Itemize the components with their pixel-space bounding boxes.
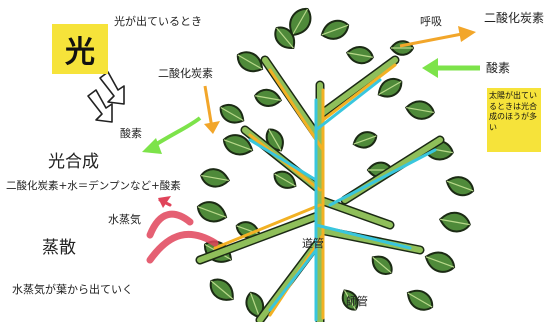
light-on-label: 光が出ているとき bbox=[114, 15, 202, 28]
leaf-vein bbox=[291, 8, 309, 36]
leaf-vein bbox=[347, 52, 373, 58]
leaf-vein bbox=[372, 256, 392, 274]
co2-arrow-right bbox=[399, 26, 476, 48]
sunlit-note: 太陽が出ているときは光合成のほうが多い bbox=[487, 88, 541, 152]
leaf-vein bbox=[237, 54, 263, 70]
leaf-vein bbox=[406, 106, 434, 114]
leaf-vein bbox=[425, 256, 455, 268]
photosynthesis-equation: 二酸化炭素+水＝デンプンなど+酸素 bbox=[6, 180, 181, 192]
oxygen-arrow-right bbox=[422, 58, 480, 78]
leaf-vein bbox=[210, 280, 234, 300]
vapor-arrows bbox=[146, 196, 219, 264]
leaf-vein bbox=[220, 106, 244, 122]
photosynthesis-heading: 光合成 bbox=[48, 152, 99, 172]
leaf-vein bbox=[446, 180, 474, 192]
transpiration-heading: 蒸散 bbox=[42, 238, 76, 258]
leaf-vein bbox=[353, 135, 377, 145]
leaf-vein bbox=[440, 218, 470, 226]
respiration-label: 呼吸 bbox=[420, 15, 442, 28]
oxygen-label-left: 酸素 bbox=[120, 127, 142, 140]
leaf-vein bbox=[268, 129, 282, 151]
leaf-vein bbox=[343, 290, 357, 310]
xylem-lines bbox=[248, 78, 437, 322]
water-vapor-label: 水蒸気 bbox=[108, 213, 141, 226]
oxygen-arrow-left bbox=[142, 116, 202, 154]
leaf-vein bbox=[223, 139, 253, 151]
leaf-vein bbox=[274, 173, 296, 187]
phloem-label: 師管 bbox=[346, 295, 368, 308]
oxygen-label-right: 酸素 bbox=[486, 61, 511, 75]
leaf-vein bbox=[407, 292, 433, 308]
transpiration-description: 水蒸気が葉から出ていく bbox=[12, 283, 133, 296]
xylem-label: 道管 bbox=[302, 237, 324, 250]
light-arrows bbox=[87, 71, 125, 123]
phloem-lines bbox=[213, 63, 397, 320]
co2-arrow-left bbox=[203, 85, 220, 134]
leaf-vein bbox=[249, 292, 261, 318]
leaf-vein bbox=[201, 174, 229, 182]
leaf-vein bbox=[276, 27, 294, 49]
leaf-vein bbox=[378, 80, 402, 96]
leaves bbox=[196, 8, 475, 319]
co2-label-right: 二酸化炭素 bbox=[484, 11, 545, 25]
leaf-vein bbox=[197, 206, 227, 218]
light-title: 光 bbox=[52, 24, 108, 74]
co2-label-left: 二酸化炭素 bbox=[158, 67, 213, 80]
leaf-vein bbox=[255, 95, 281, 101]
leaf-vein bbox=[321, 24, 349, 36]
